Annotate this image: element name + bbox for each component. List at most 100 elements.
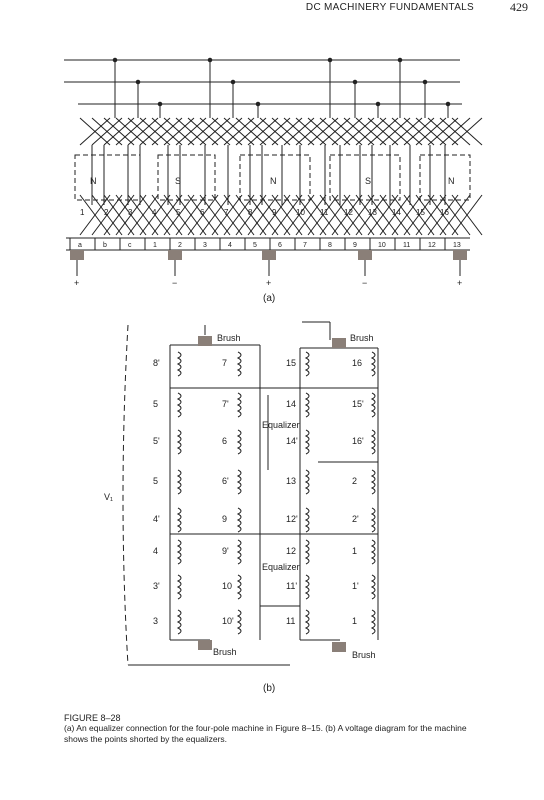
coil-symbol [304, 469, 310, 495]
winding-conductor [331, 194, 363, 236]
winding-conductor [235, 117, 267, 146]
winding-conductor [427, 194, 459, 236]
brush [198, 336, 212, 346]
coil-symbol [370, 469, 376, 495]
junction-dot [207, 57, 213, 63]
coil-symbol [236, 351, 242, 377]
winding-conductor [211, 117, 243, 146]
coil-symbol [370, 392, 376, 418]
junction-dot [230, 79, 236, 85]
winding-conductor [319, 117, 351, 146]
coil-symbol [304, 539, 310, 565]
coil-symbol [176, 351, 182, 377]
commutator-segment-label: c [128, 242, 132, 249]
coil-number: 1 [352, 546, 357, 556]
coil-symbol [370, 507, 376, 533]
winding-conductor [259, 194, 291, 236]
junction-dot [397, 57, 403, 63]
equalizer-label-upper: Equalizer [262, 420, 300, 430]
brush [70, 250, 84, 260]
commutator-segment-label: 3 [203, 242, 207, 249]
winding-conductor [187, 117, 219, 146]
winding-conductor [199, 194, 231, 236]
winding-conductor [451, 194, 483, 236]
coil-symbol [304, 609, 310, 635]
brush [198, 640, 212, 650]
coil-number: 9' [222, 546, 229, 556]
coil-number: 13 [368, 208, 377, 217]
coil-symbol [236, 392, 242, 418]
winding-conductor [163, 117, 195, 146]
coil-number: 8 [248, 208, 253, 217]
coil-number: 11 [286, 616, 295, 626]
coil-symbol [370, 574, 376, 600]
coil-symbol [370, 539, 376, 565]
coil-symbol [236, 429, 242, 455]
brush-label-top-left: Brush [217, 333, 241, 343]
pole-label: N [448, 176, 455, 186]
brush-polarity: + [457, 278, 462, 288]
brush-label-top-right: Brush [350, 333, 374, 343]
winding-conductor [199, 117, 231, 146]
winding-conductor [223, 117, 255, 146]
brush-polarity: − [362, 278, 367, 288]
coil-number: 9 [272, 208, 277, 217]
winding-conductor [103, 117, 135, 146]
winding-conductor [175, 194, 207, 236]
figure-caption-text: (a) An equalizer connection for the four… [64, 723, 467, 744]
coil-symbol [370, 609, 376, 635]
coil-symbol [236, 574, 242, 600]
coil-number: 4 [153, 546, 158, 556]
winding-conductor [283, 117, 315, 146]
coil-number: 7 [222, 358, 227, 368]
winding-conductor [367, 117, 399, 146]
coil-symbol [236, 469, 242, 495]
winding-conductor [271, 194, 303, 236]
pole-label: S [365, 176, 371, 186]
winding-conductor [139, 117, 171, 146]
coil-symbol [304, 574, 310, 600]
winding-conductor [115, 194, 147, 236]
brush [168, 250, 182, 260]
junction-dot [157, 101, 163, 107]
figure-b-label: (b) [263, 683, 276, 694]
junction-dot [327, 57, 333, 63]
coil-symbol [236, 507, 242, 533]
winding-conductor [451, 117, 483, 146]
commutator-segment-label: 7 [303, 242, 307, 249]
figure-b-voltage-diagram: 8'55'54'43'377'66'99'1010'151414'1312'12… [122, 321, 379, 666]
junction-dot [375, 101, 381, 107]
winding-conductor [259, 117, 291, 146]
winding-conductor [379, 194, 411, 236]
coil-symbol [304, 351, 310, 377]
brush-polarity: + [74, 278, 79, 288]
coil-number: 5 [153, 399, 158, 409]
coil-number: 16 [440, 208, 449, 217]
coil-number: 12' [286, 514, 298, 524]
coil-symbol [176, 429, 182, 455]
coil-symbol [176, 609, 182, 635]
brush-label-bottom-left: Brush [213, 647, 237, 657]
coil-number: 10 [296, 208, 305, 217]
figure-caption-title: FIGURE 8–28 [64, 713, 121, 723]
coil-symbol [304, 429, 310, 455]
coil-number: 3' [153, 581, 160, 591]
winding-conductor [439, 194, 471, 236]
coil-number: 7' [222, 399, 229, 409]
junction-dot [255, 101, 261, 107]
commutator-segment-label: 2 [178, 242, 182, 249]
brush [332, 642, 346, 652]
coil-number: 1 [80, 208, 85, 217]
winding-conductor [415, 117, 447, 146]
coil-symbol [370, 351, 376, 377]
magnetic-pole [329, 154, 401, 201]
winding-conductor [91, 194, 123, 236]
winding-conductor [367, 194, 399, 236]
coil-number: 15 [286, 358, 296, 368]
winding-conductor [295, 194, 327, 236]
coil-number: 3 [153, 616, 158, 626]
brush [358, 250, 372, 260]
coil-symbol [370, 429, 376, 455]
coil-number: 16' [352, 436, 364, 446]
winding-conductor [175, 117, 207, 146]
